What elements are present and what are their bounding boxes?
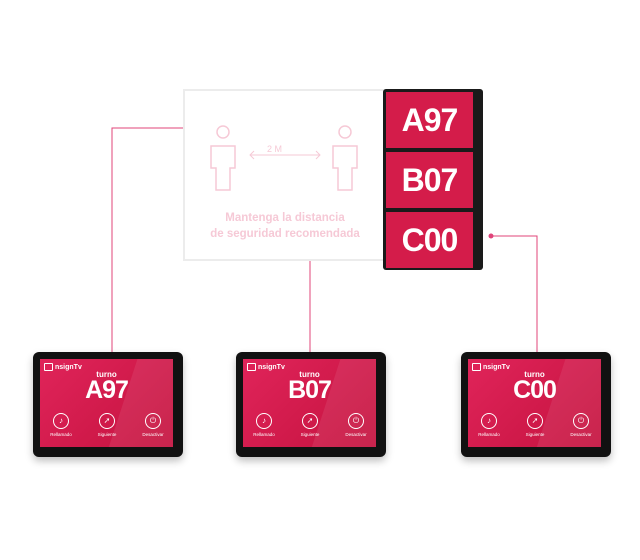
tablet-screen: nsignTv turno A97 ♪Rellamado ➚Siguiente … — [40, 359, 173, 447]
person-right-icon — [332, 125, 358, 191]
bell-icon: ♪ — [53, 413, 69, 429]
power-icon: ⏻ — [145, 413, 161, 429]
bell-icon: ♪ — [256, 413, 272, 429]
desactivar-button[interactable]: ⏻Desactivar — [563, 413, 599, 437]
tv-icon — [472, 363, 481, 371]
tablet-screen: nsignTv turno B07 ♪Rellamado ➚Siguiente … — [243, 359, 376, 447]
distance-label: 2 M — [264, 144, 286, 154]
turno-code: C00 — [513, 376, 557, 404]
nsign-logo: nsignTv — [472, 363, 510, 371]
power-icon: ⏻ — [348, 413, 364, 429]
rellamado-button[interactable]: ♪Rellamado — [471, 413, 507, 437]
turno-label: turno — [299, 370, 320, 379]
distance-message: Mantenga la distancia de seguridad recom… — [210, 212, 360, 240]
next-icon: ➚ — [99, 413, 115, 429]
queue-display: A97 B07 C00 — [383, 89, 483, 270]
tablet-1: nsignTv turno A97 ♪Rellamado ➚Siguiente … — [33, 352, 183, 457]
next-icon: ➚ — [527, 413, 543, 429]
queue-code-row: C00 — [386, 212, 473, 268]
turno-label: turno — [524, 370, 545, 379]
siguiente-button[interactable]: ➚Siguiente — [89, 413, 125, 437]
next-icon: ➚ — [302, 413, 318, 429]
siguiente-button[interactable]: ➚Siguiente — [292, 413, 328, 437]
connector-c00 — [491, 235, 538, 362]
turno-code: A97 — [85, 376, 129, 404]
turno-label: turno — [96, 370, 117, 379]
siguiente-button[interactable]: ➚Siguiente — [517, 413, 553, 437]
distance-arrow-icon — [249, 150, 321, 160]
tablet-2: nsignTv turno B07 ♪Rellamado ➚Siguiente … — [236, 352, 386, 457]
nsign-logo: nsignTv — [44, 363, 82, 371]
queue-code-row: A97 — [386, 92, 473, 148]
desactivar-button[interactable]: ⏻Desactivar — [135, 413, 171, 437]
turno-code: B07 — [288, 376, 332, 404]
desactivar-button[interactable]: ⏻Desactivar — [338, 413, 374, 437]
person-left-icon — [210, 125, 236, 191]
tv-icon — [44, 363, 53, 371]
nsign-logo: nsignTv — [247, 363, 285, 371]
power-icon: ⏻ — [573, 413, 589, 429]
tablet-screen: nsignTv turno C00 ♪Rellamado ➚Siguiente … — [468, 359, 601, 447]
bell-icon: ♪ — [481, 413, 497, 429]
tablet-3: nsignTv turno C00 ♪Rellamado ➚Siguiente … — [461, 352, 611, 457]
background-info-screen — [183, 89, 388, 261]
rellamado-button[interactable]: ♪Rellamado — [43, 413, 79, 437]
queue-code-row: B07 — [386, 152, 473, 208]
rellamado-button[interactable]: ♪Rellamado — [246, 413, 282, 437]
tv-icon — [247, 363, 256, 371]
connector-dot-c00 — [488, 233, 494, 239]
